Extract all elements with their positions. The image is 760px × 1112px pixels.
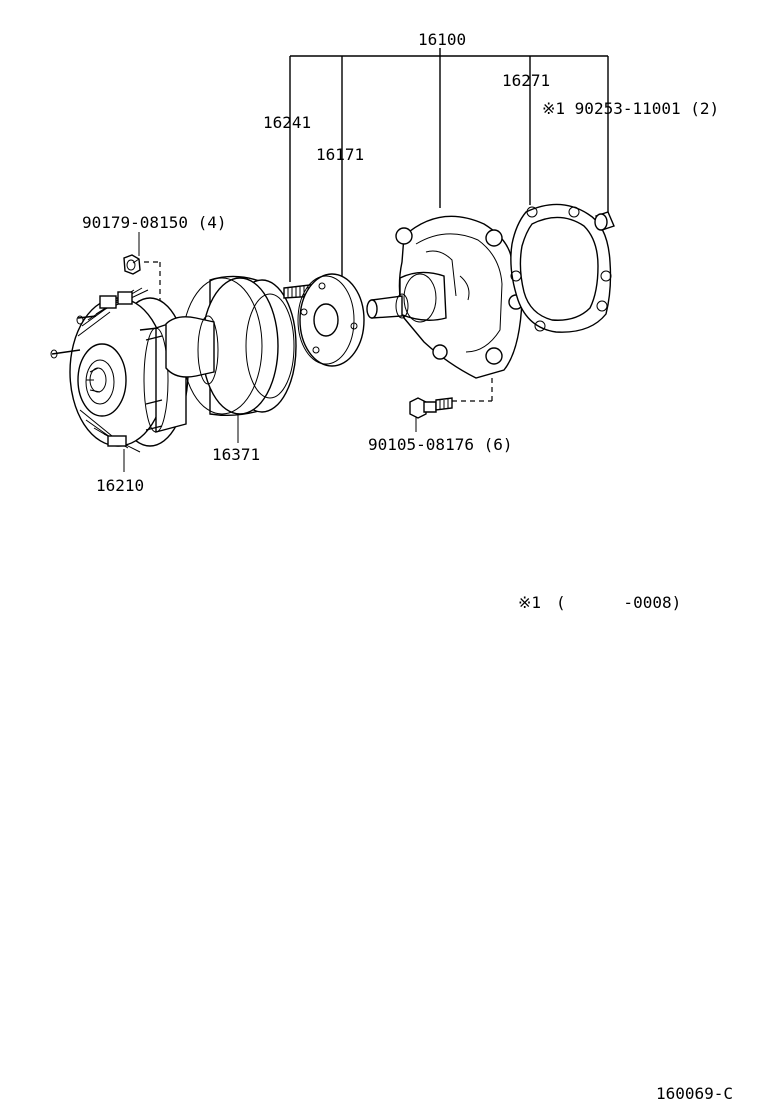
label-16241: 16241 (263, 113, 311, 132)
label-90105-08176: 90105-08176 (6) (368, 435, 513, 454)
label-16271: 16271 (502, 71, 550, 90)
plug (594, 211, 615, 231)
nut (123, 254, 141, 275)
label-16371: 16371 (212, 445, 260, 464)
fluid-coupling (50, 287, 189, 453)
assembly-bracket (289, 48, 609, 282)
label-16100: 16100 (418, 30, 466, 49)
footnote-mark: ※1 (518, 593, 541, 612)
pulley-seat (297, 273, 365, 367)
label-90253-11001: ※1 90253-11001 (2) (542, 99, 719, 118)
fan-pulley (165, 275, 297, 417)
water-pump (366, 215, 524, 379)
label-16171: 16171 (316, 145, 364, 164)
footnote-range: ( -0008) (556, 593, 681, 612)
gasket (510, 203, 612, 333)
label-16210: 16210 (96, 476, 144, 495)
bolt (409, 397, 453, 419)
label-90179-08150: 90179-08150 (4) (82, 213, 227, 232)
diagram-code: 160069-C (656, 1084, 733, 1103)
